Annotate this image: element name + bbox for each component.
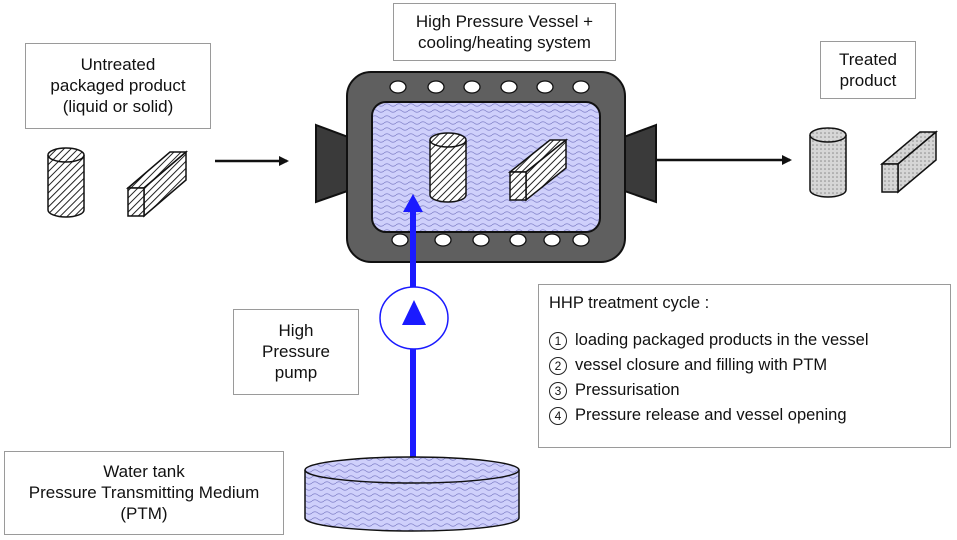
- treatment-cycle-box: HHP treatment cycle : 1 loading packaged…: [538, 284, 951, 448]
- pump-icon: [379, 286, 449, 350]
- treated-cylinder-icon: [809, 127, 847, 198]
- vessel-cylinder-icon: [429, 132, 467, 203]
- untreated-cylinder-icon: [47, 147, 85, 218]
- treated-label-line2: product: [839, 71, 897, 90]
- step-text: Pressure release and vessel opening: [575, 406, 847, 424]
- treated-label-box: Treated product: [820, 41, 916, 99]
- step-text: loading packaged products in the vessel: [575, 331, 869, 349]
- cycle-step: 1 loading packaged products in the vesse…: [549, 330, 950, 351]
- tank-label-line1: Water tank: [103, 462, 185, 481]
- treated-label-line1: Treated: [839, 50, 897, 69]
- heating-ports-top: [389, 80, 590, 94]
- water-tank-icon: [304, 456, 520, 532]
- tank-label-line3: (PTM): [120, 504, 168, 523]
- step-number-badge: 3: [549, 381, 567, 400]
- vessel-block-icon: [507, 138, 569, 202]
- pressure-vessel: [315, 71, 657, 263]
- cycle-step: 2 vessel closure and filling with PTM: [549, 355, 950, 376]
- step-text: Pressurisation: [575, 381, 680, 399]
- cycle-step: 4 Pressure release and vessel opening: [549, 405, 950, 426]
- heating-ports-bottom: [391, 233, 590, 247]
- untreated-block-icon: [125, 150, 189, 218]
- pump-label-line3: pump: [274, 363, 318, 382]
- vessel-chamber: [371, 101, 601, 233]
- vessel-label-line2: cooling/heating system: [418, 33, 591, 52]
- step-number-badge: 4: [549, 406, 567, 425]
- untreated-label-line2: packaged product: [50, 76, 186, 95]
- ptm-flow-arrowhead: [403, 194, 423, 212]
- step-number-badge: 1: [549, 331, 567, 350]
- untreated-label-line3: (liquid or solid): [62, 97, 174, 116]
- pump-label-box: High Pressure pump: [233, 309, 359, 395]
- tank-label-box: Water tank Pressure Transmitting Medium …: [4, 451, 284, 535]
- tank-label-line2: Pressure Transmitting Medium: [28, 483, 260, 502]
- untreated-label-line1: Untreated: [80, 55, 156, 74]
- step-text: vessel closure and filling with PTM: [575, 356, 828, 374]
- vessel-label-box: High Pressure Vessel + cooling/heating s…: [393, 3, 616, 61]
- treatment-cycle-title: HHP treatment cycle :: [549, 294, 710, 312]
- step-number-badge: 2: [549, 356, 567, 375]
- untreated-label-box: Untreated packaged product (liquid or so…: [25, 43, 211, 129]
- treated-block-icon: [879, 130, 939, 194]
- vessel-label-line1: High Pressure Vessel +: [415, 12, 594, 31]
- pump-label-line1: High: [278, 321, 314, 340]
- cycle-step: 3 Pressurisation: [549, 380, 950, 401]
- pump-label-line2: Pressure: [261, 342, 331, 361]
